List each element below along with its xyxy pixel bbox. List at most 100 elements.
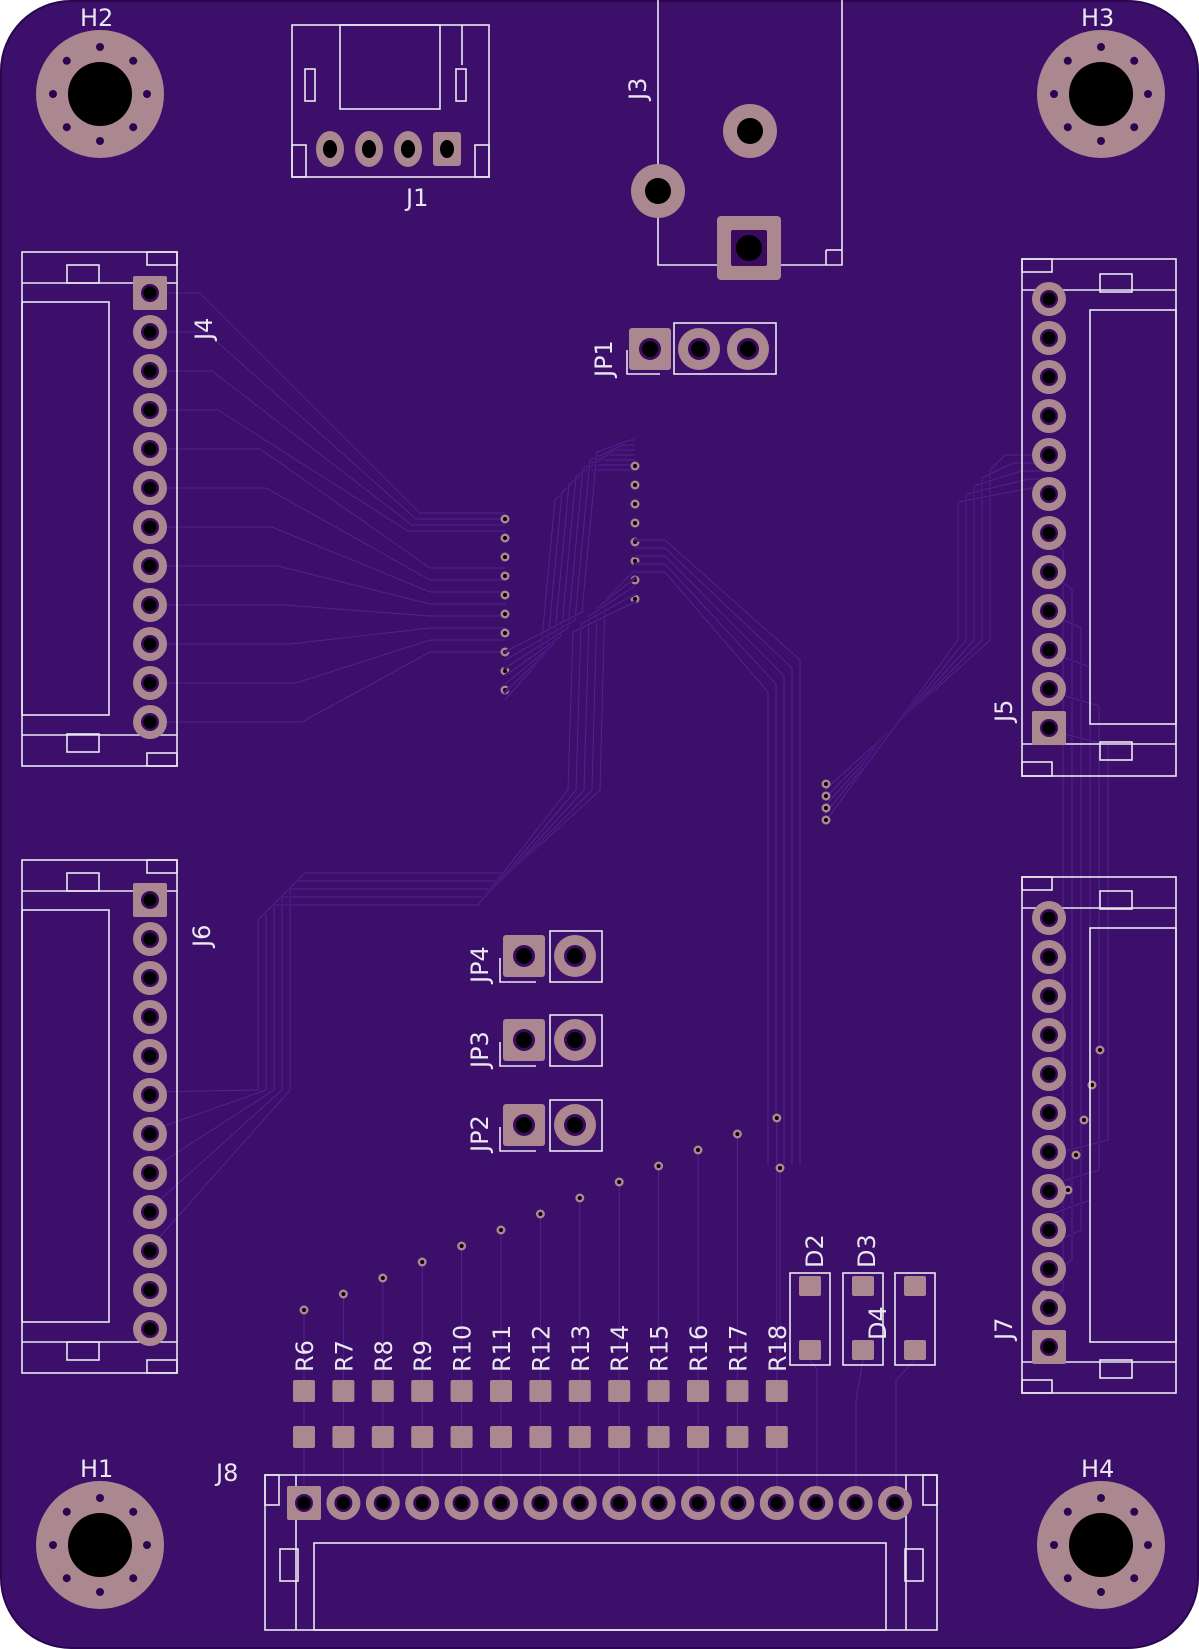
j1-pin [433,132,461,166]
label-j8: J8 [214,1459,238,1487]
jumper-jp1: JP1 [590,322,777,379]
j4-pin [133,315,167,349]
mounting-hole [36,30,164,158]
j6-pin [133,1078,167,1112]
r15-pad [647,1426,670,1448]
j5-pin [1032,360,1066,394]
j6-pin [133,1273,167,1307]
label-d2: D2 [801,1234,829,1268]
j6-pin [133,922,167,956]
label-r16: R16 [685,1325,713,1372]
j5-pin [1032,438,1066,472]
j8-pin [602,1486,637,1520]
r16-pad [687,1380,709,1402]
j8-pin [365,1486,400,1520]
label-r9: R9 [409,1340,437,1372]
j5-pin [1032,594,1066,628]
r9-pad [411,1380,434,1402]
j7-pin [1032,1291,1066,1325]
label-h1: H1 [80,1455,113,1483]
jumper-jp2: JP2 [466,1099,603,1154]
label-jp1: JP1 [590,340,618,379]
j4-pin [133,666,167,700]
label-j1: J1 [404,184,428,212]
r12-pad [529,1426,552,1448]
jp1-pin [629,328,671,370]
resistor-r12: R12 [527,1325,555,1448]
j1-pin [355,131,383,167]
connector-j8: J8 [214,1459,938,1631]
mounting-hole [1037,30,1165,158]
r13-pad [568,1426,591,1448]
j4-pin [133,705,167,739]
r7-pad [332,1380,355,1402]
j7-pin [1032,1018,1066,1052]
connector-j3: J3 [624,0,843,280]
j8-pin [562,1486,597,1520]
r8-pad [371,1426,394,1448]
r17-pad [726,1426,749,1448]
j6-pin [133,1039,167,1073]
d2-pad [799,1340,821,1360]
r17-pad [726,1380,749,1402]
jp1-pin [727,328,769,370]
label-j6: J6 [188,925,216,949]
j5-pin [1032,711,1066,745]
j1-pin [316,131,344,167]
label-j4: J4 [190,318,218,342]
j5-pin [1032,321,1066,355]
j5-pin [1032,633,1066,667]
resistor-r6: R6 [291,1340,319,1448]
j7-pin [1032,1252,1066,1286]
jp3-pin [503,1019,545,1061]
r6-pad [293,1380,315,1402]
label-jp2: JP2 [466,1115,494,1154]
j7-pin [1032,1096,1066,1130]
j4-pin [133,588,167,622]
jumper-jp3: JP3 [466,1014,603,1070]
j8-pin [799,1486,834,1520]
j4-pin [133,627,167,661]
resistor-r13: R13 [567,1325,595,1448]
r14-pad [608,1426,631,1448]
resistor-r7: R7 [330,1340,358,1448]
j4-pin [133,276,167,310]
j8-pin [287,1486,321,1520]
label-r10: R10 [449,1325,477,1372]
led-d2: D2 [789,1234,831,1366]
label-j3: J3 [624,78,652,102]
r13-pad [568,1380,591,1402]
label-r8: R8 [370,1340,398,1372]
led-d4: D4 [864,1272,936,1366]
label-h4: H4 [1081,1455,1114,1483]
r16-pad [687,1426,709,1448]
j6-pin [133,1000,167,1034]
j1-pin [394,131,422,167]
r14-pad [608,1380,631,1402]
r10-pad [450,1380,473,1402]
d4-pad [904,1276,926,1296]
j8-pin [523,1486,558,1520]
jp2-pin [554,1104,596,1146]
resistor-r8: R8 [370,1340,398,1448]
label-h2: H2 [80,4,113,32]
j8-pin [759,1486,794,1520]
d4-pad [904,1340,926,1360]
connector-j4: J4 [21,251,218,767]
mounting-holes [36,30,1165,1609]
jp4-pin [503,935,545,977]
j8-pin [405,1486,440,1520]
connector-j7: J7 [990,876,1177,1394]
j8-pin [641,1486,676,1520]
j8-pin [720,1486,755,1520]
resistor-r9: R9 [409,1340,437,1448]
r18-pad [765,1380,788,1402]
resistor-r17: R17 [724,1325,752,1448]
j7-pin [1032,901,1066,935]
jp3-pin [554,1019,596,1061]
label-r6: R6 [291,1340,319,1372]
r11-pad [490,1380,512,1402]
